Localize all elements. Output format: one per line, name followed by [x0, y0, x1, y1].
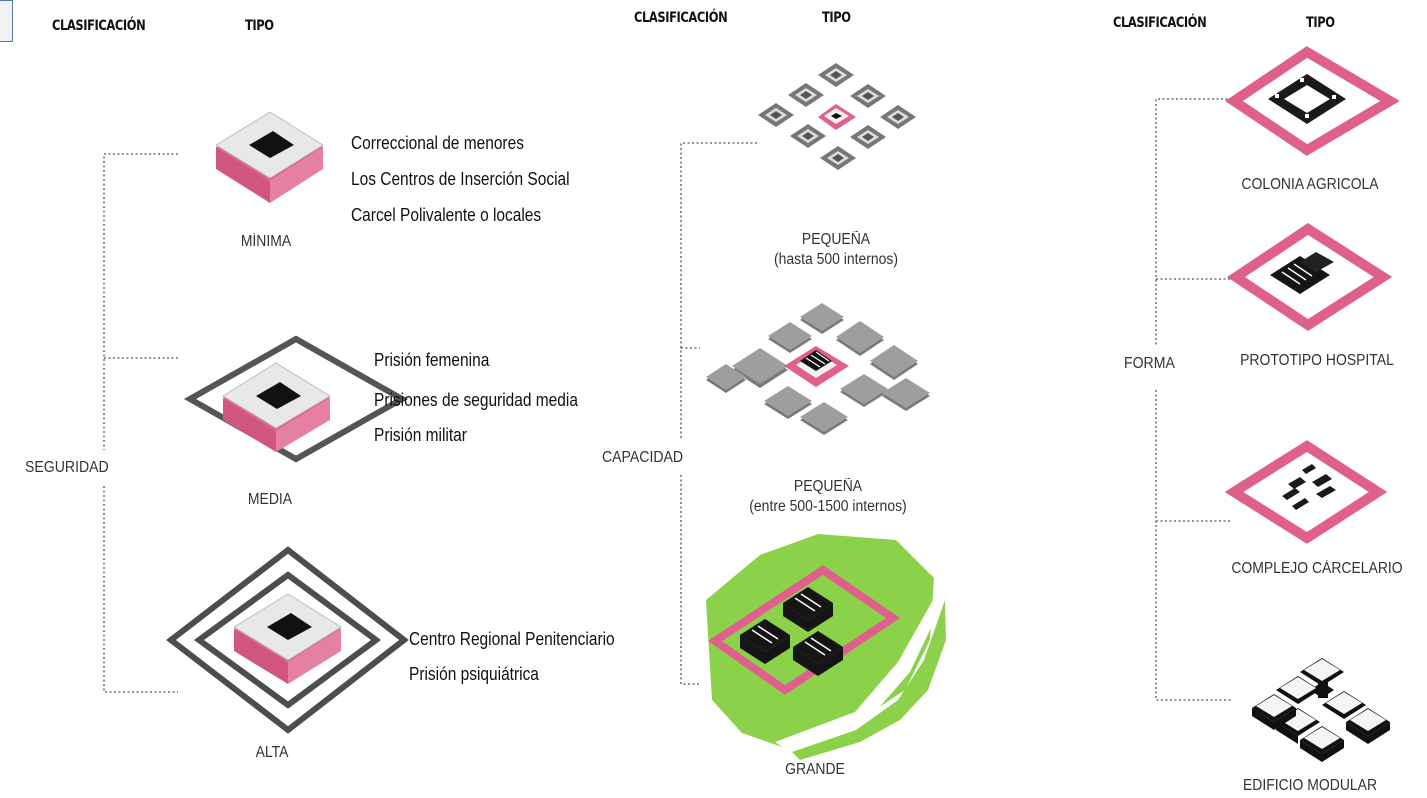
pequena-medium-grid-icon [706, 303, 930, 435]
media-type-item: Prisiones de seguridad media [374, 390, 578, 410]
forma-type-label: PROTOTIPO HOSPITAL [1240, 352, 1394, 369]
corner-fragment [0, 0, 13, 42]
minima-type-item: Carcel Polivalente o locales [351, 205, 542, 225]
alta-label: ALTA [255, 744, 289, 761]
prototipo-hospital-icon [1226, 223, 1393, 331]
media-type-item: Prisión militar [374, 425, 467, 445]
alta-block-icon [166, 546, 409, 734]
colonia-agricola-icon [1225, 46, 1400, 156]
forma-type-label: COMPLEJO CÁRCELARIO [1231, 560, 1403, 577]
minima-type-item: Correccional de menores [351, 133, 524, 153]
capacidad-category-label: CAPACIDAD [602, 449, 684, 466]
minima-block-icon [215, 111, 324, 203]
grande-label: GRANDE [785, 761, 845, 778]
minima-label: MÌNIMA [240, 233, 292, 250]
pequena1-sublabel: (hasta 500 internos) [773, 251, 899, 268]
alta-type-item: Prisión psiquiátrica [409, 664, 539, 684]
col1-type-header: TIPO [245, 18, 274, 34]
media-label: MEDIA [247, 491, 293, 508]
connector-lines [103, 98, 1232, 701]
media-block-icon [183, 335, 409, 463]
complejo-carcelario-icon [1224, 440, 1388, 544]
forma-type-label: COLONIA AGRICOLA [1241, 176, 1379, 193]
alta-type-item: Centro Regional Penitenciario [409, 629, 615, 649]
pequena2-label: PEQUEÑA [793, 478, 863, 495]
seguridad-category-label: SEGURIDAD [25, 459, 109, 476]
col3-classification-header: CLASIFICACIÓN [1113, 15, 1207, 31]
col1-classification-header: CLASIFICACIÓN [52, 18, 146, 34]
media-type-item: Prisión femenina [374, 350, 490, 370]
col2-classification-header: CLASIFICACIÓN [634, 10, 728, 26]
pequena-small-grid-icon [758, 63, 916, 170]
pequena2-sublabel: (entre 500-1500 internos) [749, 498, 907, 515]
col2-type-header: TIPO [822, 10, 851, 26]
edificio-modular-icon [1252, 658, 1390, 762]
forma-type-label: EDIFICIO MODULAR [1242, 777, 1378, 794]
pequena1-label: PEQUEÑA [801, 231, 871, 248]
grande-site-icon [706, 534, 948, 760]
minima-type-item: Los Centros de Inserción Social [351, 169, 570, 189]
col3-type-header: TIPO [1306, 15, 1335, 31]
forma-category-label: FORMA [1124, 355, 1175, 372]
